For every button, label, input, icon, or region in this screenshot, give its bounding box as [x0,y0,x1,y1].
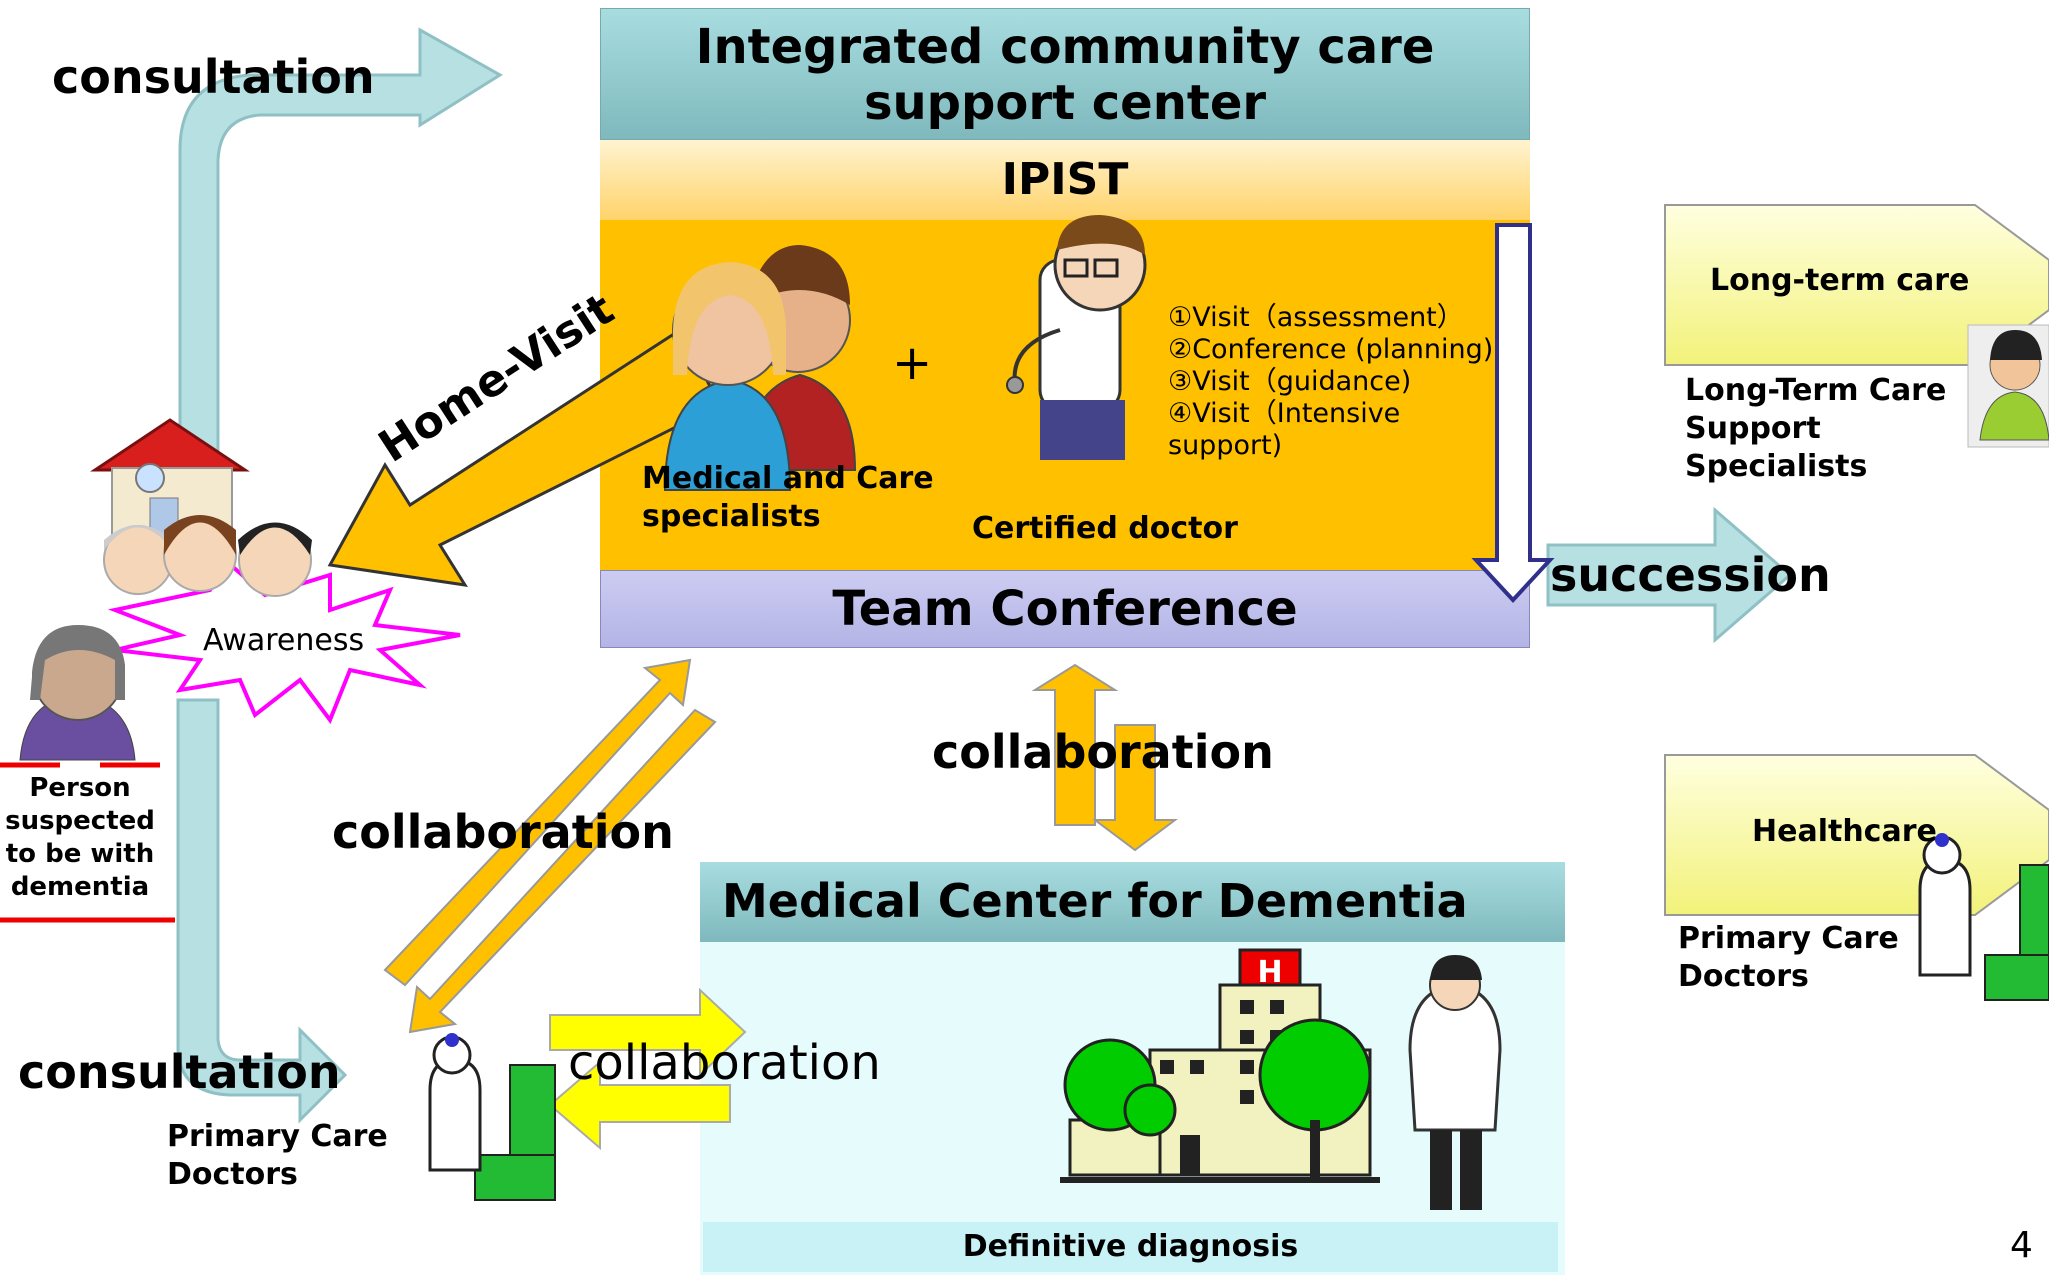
step-3: ③Visit（guidance) [1168,366,1412,397]
ltc-line3: Specialists [1685,449,1868,484]
specialists-icon [663,245,857,491]
consultation-bottom-arrow [176,698,348,1124]
hospital-sign-text: H [1257,955,1282,990]
pcd-right-line1: Primary Care [1678,921,1899,956]
awareness-label: Awareness [203,623,365,658]
pcd-left-label: Primary Care Doctors [167,1118,388,1194]
plus-sign: + [892,335,933,391]
step-2: ②Conference (planning) [1168,334,1494,365]
pcd-right-line2: Doctors [1678,959,1809,994]
center-title: Integrated community care support center [600,8,1530,140]
ltc-specialist-avatar-icon [1967,324,2049,448]
pcd-right-label: Primary Care Doctors [1678,920,1899,996]
ipist-label: IPIST [600,140,1530,220]
person-line2: suspected [5,806,155,836]
pcd-left-line2: Doctors [167,1157,298,1192]
collab-down-arrow [1092,724,1178,852]
center-title-line2: support center [863,75,1267,131]
person-line1: Person [29,773,131,803]
long-term-care-box [1664,204,2049,366]
person-suspected-icon [19,625,136,761]
center-title-line1: Integrated community care [695,19,1435,75]
consultation-top-arrow [178,27,503,472]
primary-care-doctor-icon-left [428,1033,556,1201]
medical-center-title: Medical Center for Dementia [700,862,1565,942]
specialists-line2: specialists [642,499,821,534]
pcd-left-line1: Primary Care [167,1119,388,1154]
certified-doctor-icon [1006,215,1147,460]
collab-left-arrow [548,1059,731,1151]
ipist-steps: ①Visit（assessment） ②Conference (planning… [1168,302,1493,462]
family-faces-icon [103,515,312,597]
standing-doctor-icon [1408,955,1502,1210]
collab-up-arrow [1031,663,1119,826]
collaboration-vertical-label: collaboration [932,725,1274,779]
person-line3: to be with [5,839,155,869]
healthcare-label: Healthcare [1752,814,1937,849]
succession-label: succession [1550,548,1831,602]
medical-care-specialists-label: Medical and Care specialists [642,460,934,536]
primary-care-doctor-icon-right [1918,833,2049,1001]
person-suspected-label: Person suspected to be with dementia [0,772,160,904]
long-term-care-label: Long-term care [1710,263,1970,298]
step-4-cont: support) [1168,430,1283,461]
ltc-specialists-label: Long-Term Care Support Specialists [1685,372,1946,486]
collab-right-arrow [549,987,747,1078]
step-4: ④Visit（Intensive [1168,398,1401,429]
hospital-icon [1060,948,1380,1183]
ltc-line1: Long-Term Care [1685,373,1947,408]
team-conference-down-arrow [1471,223,1555,603]
consultation-top-label: consultation [52,50,375,104]
consultation-bottom-label: consultation [18,1045,341,1099]
collaboration-diagonal-label: collaboration [332,805,674,859]
house-icon [90,418,250,539]
certified-doctor-label: Certified doctor [972,511,1238,546]
person-line4: dementia [10,872,150,902]
collab-diag-down-arrow [408,708,717,1034]
page-number: 4 [2010,1225,2033,1266]
collaboration-horizontal-label: collaboration [568,1035,881,1091]
specialists-line1: Medical and Care [642,461,934,496]
definitive-diagnosis-label: Definitive diagnosis [703,1222,1558,1272]
step-1: ①Visit（assessment） [1168,302,1464,333]
collab-diag-up-arrow [383,658,692,987]
team-conference-label: Team Conference [600,570,1530,648]
succession-arrow [1546,506,1793,644]
ltc-line2: Support [1685,411,1821,446]
